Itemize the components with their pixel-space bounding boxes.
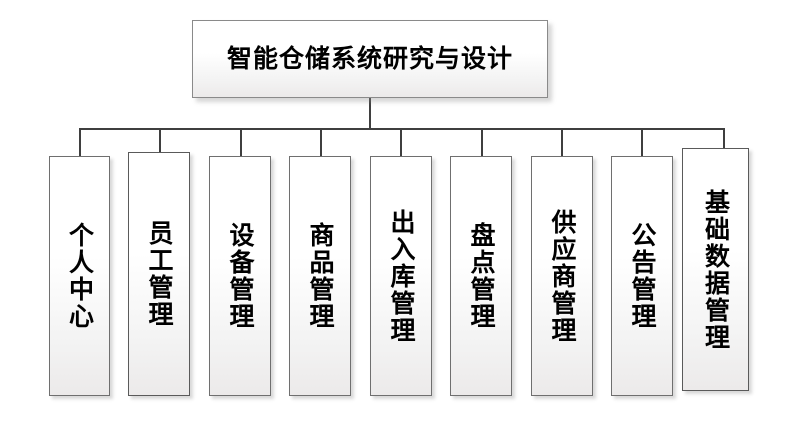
node-personal-center[interactable]: 个人中心	[49, 156, 110, 396]
node-product-management[interactable]: 商品管理	[289, 156, 351, 396]
node-basic-data-management[interactable]: 基础数据管理	[682, 148, 749, 391]
node-employee-management-label: 员工管理	[145, 220, 174, 328]
node-inventory-check-management-label: 盘点管理	[467, 222, 496, 330]
node-announcement-management[interactable]: 公告管理	[611, 156, 673, 396]
node-announcement-management-label: 公告管理	[628, 222, 657, 330]
node-inbound-outbound-management-label: 出入库管理	[387, 208, 416, 344]
connector-drop-2	[159, 128, 161, 152]
node-supplier-management-label: 供应商管理	[548, 208, 577, 344]
node-product-management-label: 商品管理	[306, 222, 335, 330]
node-basic-data-management-label: 基础数据管理	[701, 188, 731, 351]
node-personal-center-label: 个人中心	[65, 222, 95, 330]
connector-drop-8	[641, 128, 643, 156]
node-employee-management[interactable]: 员工管理	[128, 152, 190, 396]
node-equipment-management[interactable]: 设备管理	[209, 156, 271, 396]
node-inventory-check-management[interactable]: 盘点管理	[450, 156, 512, 396]
root-node-label: 智能仓储系统研究与设计	[226, 44, 513, 74]
connector-root-stem	[369, 98, 371, 129]
connector-drop-5	[400, 128, 402, 156]
node-inbound-outbound-management[interactable]: 出入库管理	[370, 156, 432, 396]
connector-drop-3	[240, 128, 242, 156]
node-supplier-management[interactable]: 供应商管理	[531, 156, 593, 396]
connector-drop-1	[79, 128, 81, 156]
node-equipment-management-label: 设备管理	[226, 222, 255, 330]
root-node[interactable]: 智能仓储系统研究与设计	[192, 20, 548, 98]
connector-drop-9	[723, 128, 725, 148]
connector-drop-4	[320, 128, 322, 156]
connector-drop-7	[561, 128, 563, 156]
connector-drop-6	[481, 128, 483, 156]
